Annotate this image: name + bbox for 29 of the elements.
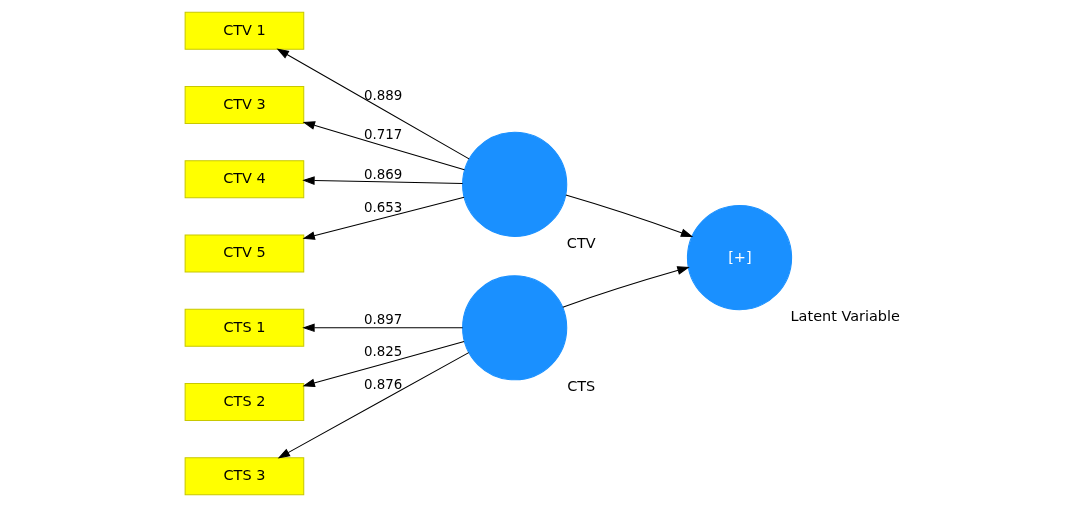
node-circle — [461, 131, 567, 237]
arrow — [564, 194, 693, 237]
node-box: CTV 3 — [184, 85, 304, 125]
arrow — [276, 48, 470, 160]
node-box: CTS 1 — [184, 308, 304, 347]
node-box: CTV 1 — [184, 11, 304, 50]
node-box: CTS 3 — [184, 457, 304, 496]
edge-label: 0.653 — [363, 199, 402, 215]
arrow — [302, 340, 465, 388]
node-circle: [+] — [686, 205, 792, 311]
node-circle — [461, 275, 567, 381]
node-label: CTV — [566, 235, 596, 252]
edge-label: 0.876 — [363, 377, 402, 393]
arrow — [301, 176, 463, 185]
arrow — [561, 266, 690, 308]
arrow — [277, 352, 469, 459]
node-box: CTS 2 — [184, 382, 304, 422]
arrow — [301, 323, 463, 333]
arrow — [302, 121, 465, 171]
edge-label: 0.897 — [363, 312, 402, 328]
node-box: CTV 5 — [184, 234, 304, 273]
arrow — [302, 196, 465, 240]
edge-label: 0.717 — [363, 127, 402, 143]
edge-label: 0.869 — [363, 166, 402, 182]
node-box: CTV 4 — [184, 160, 304, 199]
node-label: Latent Variable — [790, 308, 900, 325]
edge-label: 0.825 — [363, 344, 402, 360]
node-label: CTS — [566, 378, 595, 395]
edge-label: 0.889 — [363, 88, 402, 104]
